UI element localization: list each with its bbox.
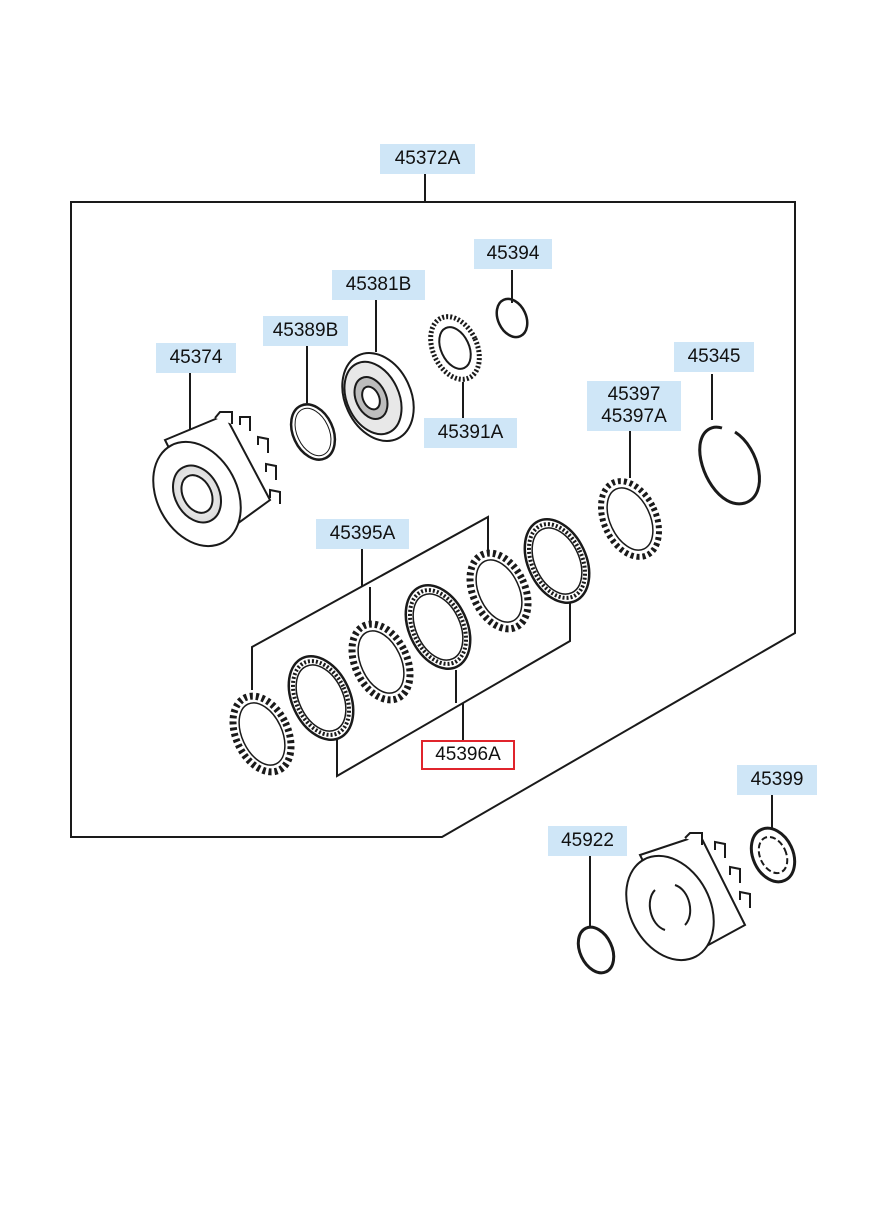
steel-plate-1	[287, 655, 355, 741]
part-label-45391A[interactable]: 45391A	[424, 418, 517, 448]
part-label-45397: 45397	[607, 384, 661, 405]
friction-disc-3	[466, 549, 532, 633]
part-label-45397A: 45397A	[601, 406, 667, 427]
part-label-45397-group[interactable]: 45397 45397A	[587, 381, 681, 431]
pressure-plate-45397	[597, 478, 663, 560]
assembly-frame	[70, 172, 796, 838]
part-label-45395A[interactable]: 45395A	[316, 519, 409, 549]
snap-ring-45394	[495, 297, 529, 339]
part-label-45399[interactable]: 45399	[737, 765, 817, 795]
part-label-45381B[interactable]: 45381B	[332, 270, 425, 300]
washer-45922	[576, 925, 616, 975]
part-label-45345[interactable]: 45345	[674, 342, 754, 372]
snap-ring-45345	[698, 425, 761, 506]
part-label-45922[interactable]: 45922	[548, 826, 627, 856]
part-label-45389B[interactable]: 45389B	[263, 316, 348, 346]
part-label-45396A-selected[interactable]: 45396A	[421, 740, 515, 770]
snap-ring-45399	[749, 826, 797, 884]
clutch-disc-pack	[229, 518, 591, 776]
part-label-45394[interactable]: 45394	[474, 239, 552, 269]
friction-disc-2	[348, 620, 414, 704]
steel-plate-3	[523, 518, 591, 604]
piston-45381B	[341, 352, 415, 442]
ring-45389B	[289, 403, 337, 461]
clutch-drum-45374	[152, 411, 281, 548]
hub-45391A	[428, 314, 482, 382]
assembly-label[interactable]: 45372A	[380, 144, 475, 174]
part-label-45374[interactable]: 45374	[156, 343, 236, 373]
lower-drum	[625, 832, 751, 962]
friction-disc-1	[229, 692, 295, 776]
